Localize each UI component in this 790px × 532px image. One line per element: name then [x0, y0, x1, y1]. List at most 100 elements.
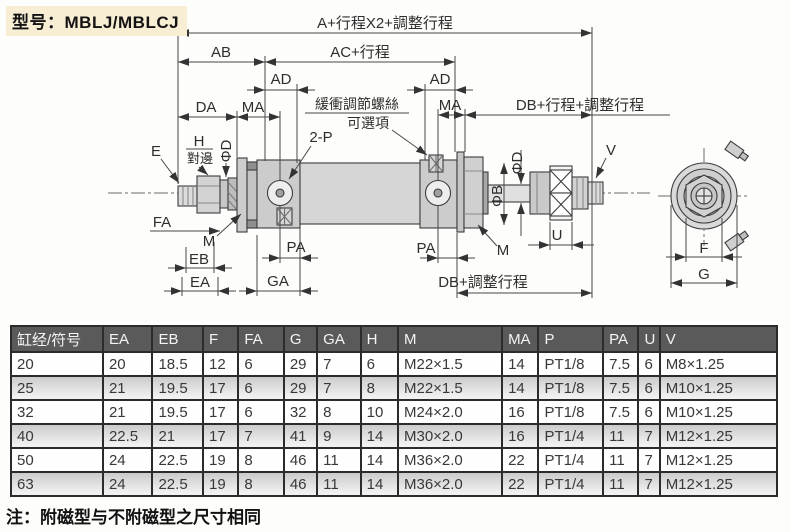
col-header-h: H	[359, 325, 399, 353]
dim-label-m-right: M	[497, 242, 510, 259]
cell: 7	[637, 471, 661, 497]
cell: 8	[316, 399, 362, 425]
cell: 12	[201, 351, 240, 377]
cell: 29	[282, 351, 319, 377]
cell: 7	[637, 423, 661, 449]
cell: 22	[501, 447, 540, 473]
dimension-table: 缸经/符号 EA EB F FA G GA H M MA P PA U V 20…	[10, 325, 779, 497]
cell: 19	[201, 471, 240, 497]
cell: M24×2.0	[396, 399, 504, 425]
cell: 63	[10, 471, 104, 497]
floating-joint	[529, 165, 589, 221]
col-header-u: U	[637, 325, 661, 353]
col-header-fa: FA	[237, 325, 285, 353]
cushion-screw-right	[428, 154, 444, 173]
col-header-m: M	[396, 325, 504, 353]
cell: 16	[501, 423, 540, 449]
dim-label-phi-d-right: ΦD	[509, 151, 526, 174]
cell: 6	[237, 399, 285, 425]
dimension-lines	[150, 27, 742, 298]
cell: 9	[316, 423, 362, 449]
cell: 14	[359, 423, 399, 449]
cell: 7	[316, 351, 362, 377]
technical-drawing: A+行程X2+調整行程 AB AC+行程 AD AD DA MA MA DB+行…	[108, 15, 750, 298]
col-header-pa: PA	[602, 325, 640, 353]
dim-label-db-stroke: DB+行程+調整行程	[516, 97, 644, 114]
cell: 7.5	[602, 399, 640, 425]
cell: 19.5	[151, 375, 204, 401]
cell: 6	[637, 375, 661, 401]
cell: 6	[637, 351, 661, 377]
cell: 50	[10, 447, 104, 473]
cell: 11	[602, 423, 640, 449]
cell: 8	[237, 471, 285, 497]
mounting-screw-top-icon	[724, 140, 750, 162]
dim-label-across-flats: 對邊	[187, 151, 213, 166]
dim-label-h: H	[194, 133, 205, 150]
cell: 11	[602, 447, 640, 473]
col-header-eb: EB	[151, 325, 204, 353]
cell: 8	[237, 447, 285, 473]
dim-label-port: 2-P	[309, 129, 332, 146]
dim-label-v: V	[606, 142, 616, 159]
dim-label-phi-b: ΦB	[489, 185, 506, 207]
cushion-note-line2: 可選項	[347, 115, 389, 131]
end-view	[670, 140, 750, 252]
cell: M22×1.5	[396, 375, 504, 401]
dim-label-g: G	[698, 266, 710, 283]
page-title: 型号：MBLJ/MBLCJ	[6, 6, 188, 36]
col-header-ea: EA	[101, 325, 154, 353]
cell: 6	[237, 351, 285, 377]
cell: 17	[201, 423, 240, 449]
cell: M36×2.0	[396, 447, 504, 473]
dim-label-ma-right: MA	[439, 97, 462, 114]
col-header-bore: 缸经/符号	[10, 325, 104, 353]
cell: 24	[101, 447, 154, 473]
cell: 21	[101, 399, 154, 425]
cell: 8	[359, 375, 399, 401]
cell: 40	[10, 423, 104, 449]
cell: 14	[359, 447, 399, 473]
dim-label-ma-left: MA	[242, 99, 265, 116]
cushion-note-line1: 緩衝調節螺絲	[315, 96, 399, 112]
cell: PT1/4	[537, 423, 605, 449]
cell: 11	[316, 471, 362, 497]
cell: M36×2.0	[396, 471, 504, 497]
dim-label-pa-left: PA	[287, 239, 306, 256]
dim-label-ad-right: AD	[430, 71, 451, 88]
cell: 21	[101, 375, 154, 401]
end-cap-left	[256, 159, 301, 229]
col-header-p: P	[537, 325, 605, 353]
dim-label-ab: AB	[211, 44, 231, 61]
table-header-row: 缸经/符号 EA EB F FA G GA H M MA P PA U V	[10, 325, 779, 353]
cell: 14	[359, 471, 399, 497]
cell: 22.5	[151, 447, 204, 473]
cell: 6	[237, 375, 285, 401]
dim-label-db-adjust: DB+調整行程	[438, 274, 528, 291]
rod-thread-tip	[587, 181, 604, 205]
dim-label-u: U	[552, 227, 563, 244]
cell: 46	[282, 471, 319, 497]
cell: 25	[10, 375, 104, 401]
cell: 7.5	[602, 351, 640, 377]
cell: 41	[282, 423, 319, 449]
cell: 21	[151, 423, 204, 449]
cell: 6	[637, 399, 661, 425]
dim-label-fa: FA	[153, 214, 171, 231]
cell: 19.5	[151, 399, 204, 425]
col-header-f: F	[201, 325, 240, 353]
dim-label-phi-d-left: ΦD	[218, 139, 235, 162]
cell: 32	[10, 399, 104, 425]
cell: M10×1.25	[658, 399, 779, 425]
cell: 17	[201, 399, 240, 425]
dim-label-total-length: A+行程X2+調整行程	[317, 15, 453, 32]
cell: PT1/8	[537, 399, 605, 425]
cell: 17	[201, 375, 240, 401]
cell: PT1/4	[537, 447, 605, 473]
